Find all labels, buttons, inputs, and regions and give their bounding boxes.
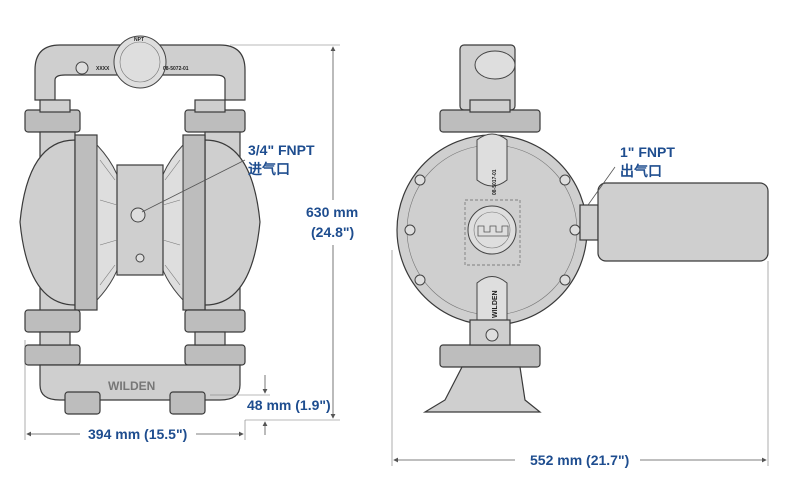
center-plug bbox=[467, 205, 517, 255]
muffler bbox=[597, 182, 769, 262]
air-inlet-label-cn: 进气口 bbox=[248, 161, 290, 177]
side-dimensions: 1" FNPT 出气口 552 mm (21.7") bbox=[391, 144, 769, 468]
right-foot bbox=[169, 391, 206, 415]
inlet-base bbox=[422, 366, 542, 413]
inlet-manifold bbox=[39, 364, 241, 401]
base-height-label: 48 mm (1.9") bbox=[247, 397, 331, 413]
cover-mark: XXXX bbox=[96, 66, 110, 72]
right-liquid-chamber bbox=[204, 139, 261, 306]
height-mm-label: 630 mm bbox=[306, 204, 358, 220]
brand-logo-front: WILDEN bbox=[108, 379, 155, 393]
left-foot bbox=[64, 391, 101, 415]
front-view-pump: NPT 08-5072-01 XXXX bbox=[19, 35, 261, 415]
air-inlet-label: 3/4" FNPT bbox=[248, 142, 315, 158]
air-exhaust-label-cn: 出气口 bbox=[620, 163, 662, 179]
air-inlet-port bbox=[130, 207, 146, 223]
air-exhaust-label: 1" FNPT bbox=[620, 144, 675, 160]
depth-label: 552 mm (21.7") bbox=[530, 452, 629, 468]
discharge-port bbox=[113, 35, 167, 89]
manifold-part-number: 08-5072-01 bbox=[163, 66, 189, 72]
front-dimensions: 3/4" FNPT 进气口 630 mm (24.8") 48 mm (1.9"… bbox=[24, 44, 358, 442]
height-in-label: (24.8") bbox=[311, 224, 354, 240]
width-label: 394 mm (15.5") bbox=[88, 426, 187, 442]
npt-mark: NPT bbox=[134, 37, 144, 43]
date-stamp-icon bbox=[75, 61, 89, 75]
chamber-part-number: 08-5017-01 bbox=[492, 169, 498, 195]
side-view-pump: 08-5017-01 WILDEN bbox=[396, 44, 769, 413]
brand-logo-side: WILDEN bbox=[492, 290, 499, 318]
left-liquid-chamber bbox=[19, 139, 76, 306]
